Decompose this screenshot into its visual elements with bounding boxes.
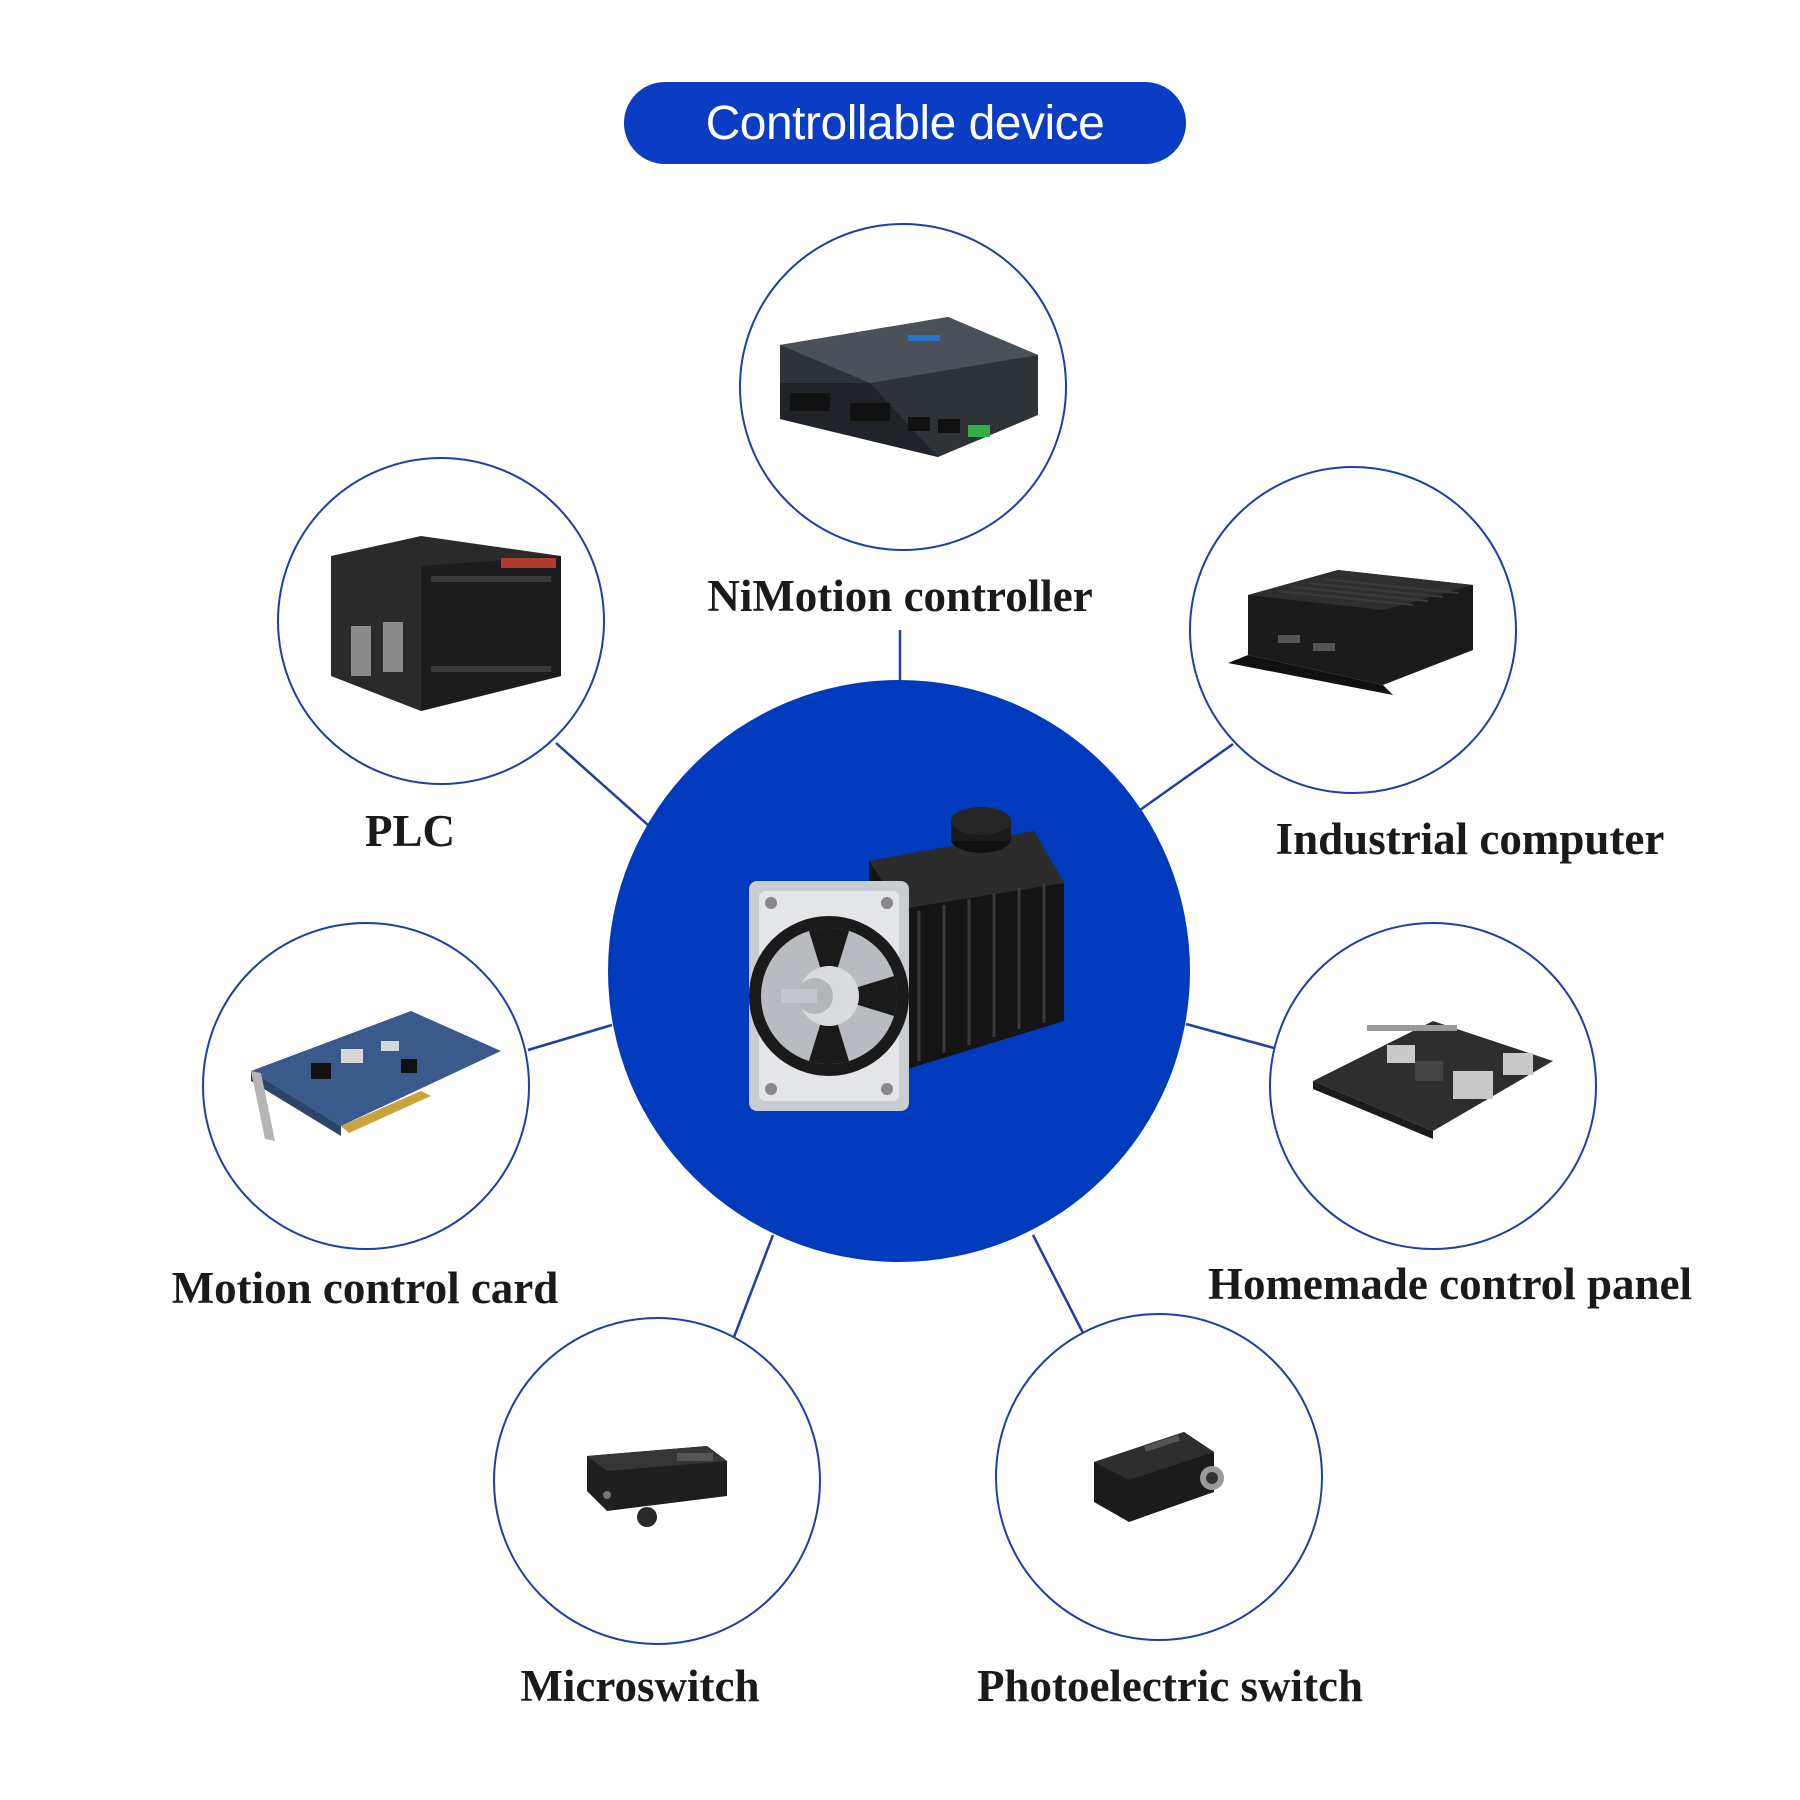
node-plc <box>277 457 605 785</box>
node-nimotion-controller <box>739 223 1067 551</box>
label-plc: PLC <box>365 806 455 856</box>
pci-card-icon <box>251 1011 501 1141</box>
controller-box-icon <box>780 317 1038 457</box>
label-homemade-control-panel: Homemade control panel <box>1207 1259 1693 1309</box>
node-photoelectric-switch <box>995 1313 1323 1641</box>
connector-homemade <box>1185 1022 1275 1050</box>
connector-microswitch <box>732 1234 775 1338</box>
title-pill: Controllable device <box>624 82 1186 164</box>
servo-motor-icon <box>749 807 1064 1111</box>
label-photoelectric-switch: Photoelectric switch <box>976 1661 1364 1711</box>
center-hub <box>608 680 1190 1262</box>
single-board-computer-icon <box>1313 1021 1553 1139</box>
label-industrial-computer: Industrial computer <box>1275 814 1665 864</box>
connector-industrial <box>1139 742 1234 812</box>
node-homemade-control-panel <box>1269 922 1597 1250</box>
node-industrial-computer <box>1189 466 1517 794</box>
diagram-title: Controllable device <box>705 96 1105 150</box>
node-microswitch <box>493 1317 821 1645</box>
connector-motion-card <box>527 1023 613 1052</box>
industrial-pc-icon <box>1228 570 1473 695</box>
label-nimotion-controller: NiMotion controller <box>707 571 1093 621</box>
connector-plc <box>555 742 649 826</box>
photoelectric-sensor-icon <box>1094 1432 1224 1522</box>
label-microswitch: Microswitch <box>520 1661 760 1711</box>
node-motion-control-card <box>202 922 530 1250</box>
label-motion-control-card: Motion control card <box>171 1263 559 1313</box>
connector-photoelectric <box>1031 1234 1085 1334</box>
microswitch-icon <box>587 1446 727 1527</box>
plc-module-icon <box>331 536 561 711</box>
